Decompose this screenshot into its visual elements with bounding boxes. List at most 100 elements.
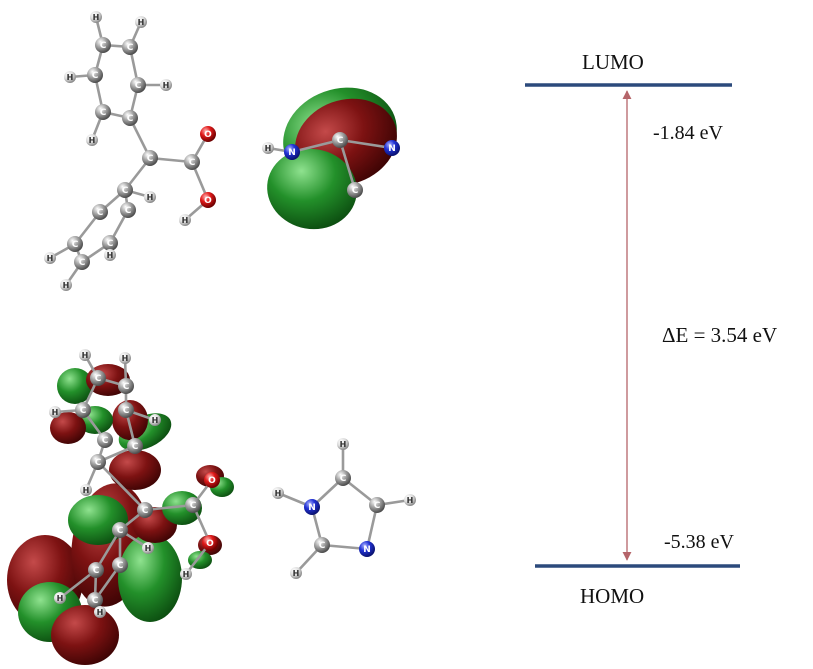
hydrogen-atom: H <box>290 567 302 579</box>
carbon-symbol: C <box>95 374 102 384</box>
hydrogen-symbol: H <box>89 136 96 145</box>
hydrogen-atom: H <box>79 349 91 361</box>
hydrogen-symbol: H <box>183 570 190 579</box>
hydrogen-symbol: H <box>293 569 300 578</box>
carbon-symbol: C <box>374 501 381 511</box>
nitrogen-atom: N <box>304 499 320 515</box>
hydrogen-symbol: H <box>163 81 170 90</box>
carbon-symbol: C <box>147 154 154 164</box>
hydrogen-atom: H <box>337 438 349 450</box>
carbon-symbol: C <box>132 442 139 452</box>
carbon-symbol: C <box>127 114 134 124</box>
nitrogen-symbol: N <box>363 545 371 555</box>
carbon-atom: C <box>97 432 113 448</box>
carbon-symbol: C <box>123 406 130 416</box>
carbon-atom: C <box>112 557 128 573</box>
imidazole-homo-bonds <box>276 442 412 575</box>
homo-label: HOMO <box>580 584 645 608</box>
hydrogen-atom: H <box>149 414 161 426</box>
carbon-symbol: C <box>97 208 104 218</box>
hydrogen-atom: H <box>90 11 102 23</box>
carbon-atom: C <box>87 592 103 608</box>
nitrogen-symbol: N <box>288 148 296 158</box>
hydrogen-symbol: H <box>82 351 89 360</box>
carbon-atom: C <box>112 522 128 538</box>
carbon-symbol: C <box>72 240 79 250</box>
hydrogen-atom: H <box>262 142 274 154</box>
carbon-atom: C <box>118 402 134 418</box>
carbon-atom: C <box>142 150 158 166</box>
hydrogen-symbol: H <box>97 608 104 617</box>
hydrogen-atom: H <box>272 487 284 499</box>
carbon-atom: C <box>130 77 146 93</box>
carbon-atom: C <box>67 236 83 252</box>
carbon-symbol: C <box>352 186 359 196</box>
bond <box>143 503 195 512</box>
hydrogen-atom: H <box>64 71 76 83</box>
carbon-atom: C <box>92 204 108 220</box>
carbon-symbol: C <box>100 108 107 118</box>
bond <box>338 138 394 150</box>
carbon-symbol: C <box>79 258 86 268</box>
hydrogen-atom: H <box>180 568 192 580</box>
carbon-atom: C <box>127 438 143 454</box>
oxygen-atom: O <box>202 535 218 551</box>
hydrogen-atom: H <box>86 134 98 146</box>
hydrogen-symbol: H <box>138 18 145 27</box>
hydrogen-symbol: H <box>340 440 347 449</box>
nitrogen-atom: N <box>384 140 400 156</box>
carbon-symbol: C <box>102 436 109 446</box>
carbon-symbol: C <box>337 136 344 146</box>
homo-orbital-lobes <box>7 364 234 665</box>
carbon-symbol: C <box>107 239 114 249</box>
carbon-symbol: C <box>122 186 129 196</box>
hydrogen-symbol: H <box>152 416 159 425</box>
carbon-atom: C <box>185 497 201 513</box>
bond <box>96 460 147 512</box>
hydrogen-symbol: H <box>83 486 90 495</box>
hydrogen-atom: H <box>119 352 131 364</box>
carbon-atom: C <box>369 497 385 513</box>
carbon-symbol: C <box>189 158 196 168</box>
hydrogen-atom: H <box>54 592 66 604</box>
hydrogen-symbol: H <box>147 193 154 202</box>
carbon-atom: C <box>120 202 136 218</box>
carbon-symbol: C <box>123 382 130 392</box>
homo-energy-value: -5.38 eV <box>664 531 734 553</box>
carbon-atom: C <box>90 454 106 470</box>
carbon-symbol: C <box>190 501 197 511</box>
carbon-atom: C <box>332 132 348 148</box>
hydrogen-symbol: H <box>47 254 54 263</box>
nitrogen-atom: N <box>359 541 375 557</box>
energy-gap-label: ΔE = 3.54 eV <box>662 323 778 347</box>
hydrogen-symbol: H <box>275 489 282 498</box>
hydrogen-symbol: H <box>67 73 74 82</box>
hydrogen-atom: H <box>404 494 416 506</box>
carbon-symbol: C <box>142 506 149 516</box>
oxygen-atom: O <box>204 472 220 488</box>
hydrogen-atom: H <box>80 484 92 496</box>
carbon-symbol: C <box>135 81 142 91</box>
nitrogen-symbol: N <box>308 503 316 513</box>
hydrogen-atom: H <box>142 542 154 554</box>
hydrogen-symbol: H <box>265 144 272 153</box>
carbon-atom: C <box>117 182 133 198</box>
hydrogen-symbol: H <box>57 594 64 603</box>
carbon-symbol: C <box>319 541 326 551</box>
carbon-atom: C <box>122 110 138 126</box>
hydrogen-symbol: H <box>407 496 414 505</box>
nitrogen-atom: N <box>284 144 300 160</box>
hydrogen-atom: H <box>144 191 156 203</box>
carbon-atom: C <box>74 254 90 270</box>
hydrogen-symbol: H <box>145 544 152 553</box>
carbon-symbol: C <box>80 406 87 416</box>
oxygen-symbol: O <box>204 196 212 206</box>
carbon-atom: C <box>314 537 330 553</box>
hydrogen-symbol: H <box>93 13 100 22</box>
carbon-symbol: C <box>92 596 99 606</box>
carbon-atom: C <box>102 235 118 251</box>
carbon-atom: C <box>184 154 200 170</box>
